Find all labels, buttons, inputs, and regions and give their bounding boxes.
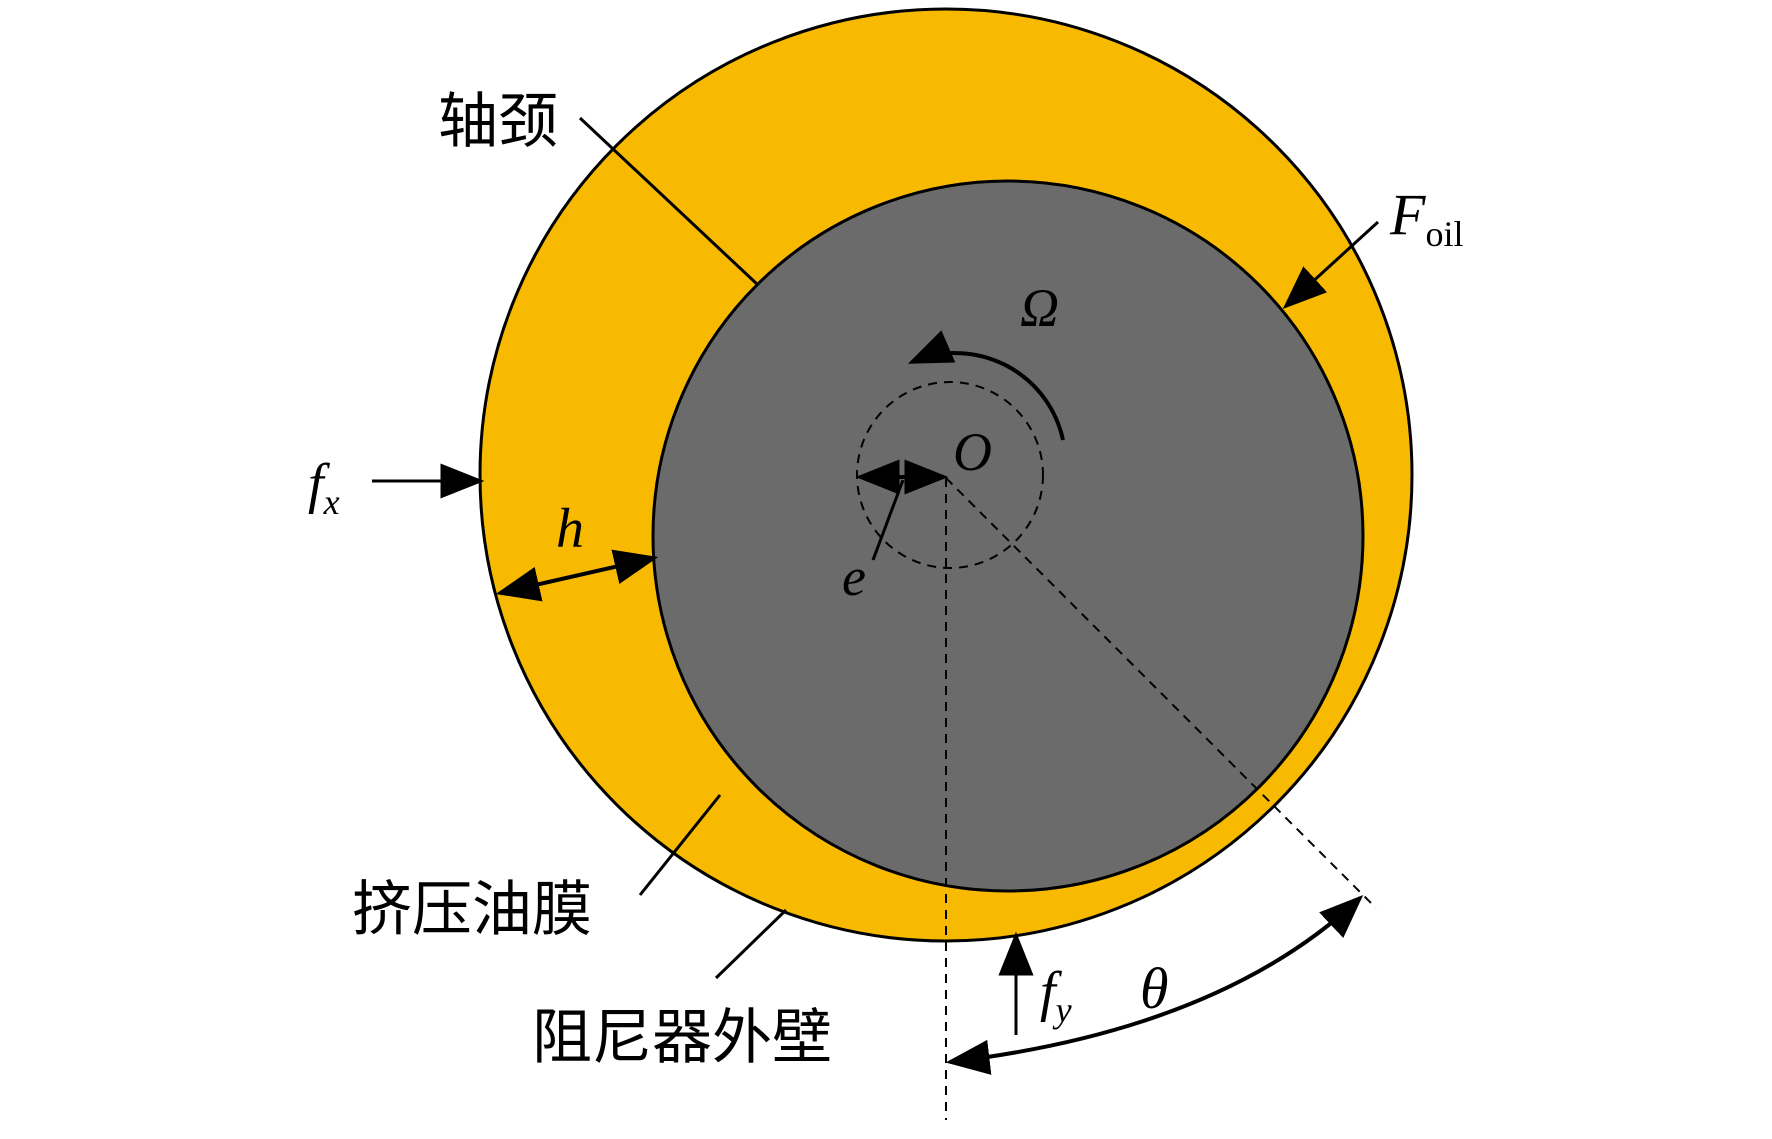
oil-force-label: Foil [1389, 182, 1463, 254]
force-x-subscript: x [323, 482, 340, 522]
speed-label: Ω [1020, 278, 1059, 338]
angle-arrow [945, 894, 1364, 1075]
film-thickness-label: h [556, 498, 584, 560]
angle-reference-line [945, 477, 1377, 909]
outer-wall-leader-line [714, 908, 788, 980]
squeeze-film-leader-line [638, 794, 722, 896]
eccentricity-leader-line [871, 479, 905, 561]
center-label: O [953, 422, 992, 482]
film-thickness-arrow [495, 549, 659, 602]
angle-label: θ [1140, 956, 1169, 1021]
oil-force-subscript: oil [1425, 214, 1463, 254]
journal-label: 轴颈 [438, 87, 558, 157]
journal-leader-line [578, 116, 760, 287]
force-y-label: fy [1040, 961, 1072, 1030]
damper-outer-wall-label: 阻尼器外壁 [532, 1003, 832, 1073]
oil-force-arrow [1282, 220, 1380, 309]
force-y-subscript: y [1053, 990, 1072, 1030]
journal [651, 179, 1365, 893]
rotation-arrow [907, 330, 1065, 441]
oil-force-symbol: F [1389, 182, 1426, 247]
force-x-label: fx [308, 453, 340, 522]
squeeze-film-label: 挤压油膜 [352, 875, 592, 945]
eccentricity-label: e [842, 547, 866, 607]
